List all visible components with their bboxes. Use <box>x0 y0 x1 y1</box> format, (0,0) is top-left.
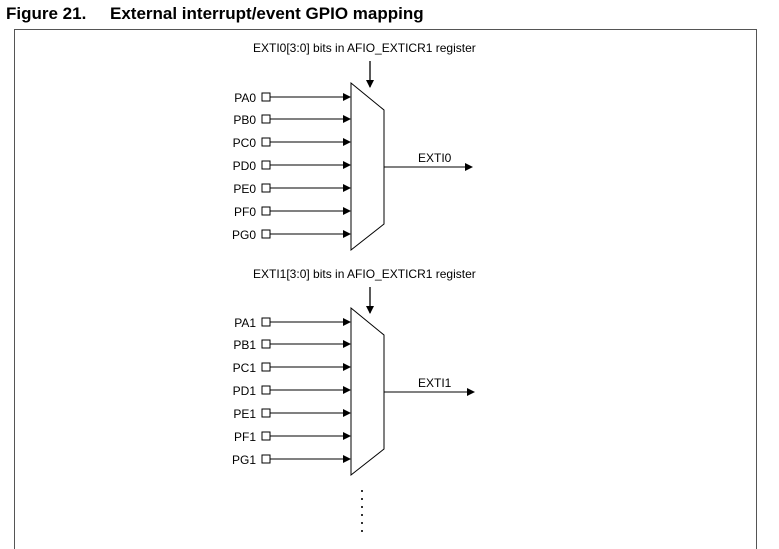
gpio-mapping-diagram: EXTI0[3:0] bits in AFIO_EXTICR1 register… <box>232 41 476 537</box>
figure-title: Figure 21. External interrupt/event GPIO … <box>6 4 424 24</box>
input-label: PE1 <box>233 407 256 421</box>
pin-square <box>261 431 271 441</box>
input-line: PE1 <box>233 407 351 421</box>
input-line: PB0 <box>233 113 351 127</box>
input-line: PG1 <box>232 453 351 467</box>
input-label: PB1 <box>233 338 256 352</box>
input-line: PG0 <box>232 228 351 242</box>
input-label: PD1 <box>233 384 257 398</box>
pin-square <box>261 454 271 464</box>
pin-square <box>261 385 271 395</box>
input-line: PA0 <box>234 91 351 105</box>
input-label: PE0 <box>233 182 256 196</box>
pin-square <box>261 362 271 372</box>
input-line: PC0 <box>233 136 351 150</box>
input-label: PG0 <box>232 228 256 242</box>
input-label: PC0 <box>233 136 257 150</box>
input-label: PF1 <box>234 430 256 444</box>
input-label: PF0 <box>234 205 256 219</box>
input-line: PF1 <box>234 430 351 444</box>
pin-square <box>261 317 271 327</box>
mux-block-exti1: EXTI1[3:0] bits in AFIO_EXTICR1 register… <box>232 267 476 477</box>
multiplexer <box>350 306 385 477</box>
input-label: PC1 <box>233 361 257 375</box>
input-label: PD0 <box>233 159 257 173</box>
input-line: PC1 <box>233 361 351 375</box>
output-label: EXTI1 <box>418 376 452 390</box>
pin-square <box>261 206 271 216</box>
pin-square <box>261 92 271 102</box>
pin-square <box>261 183 271 193</box>
pin-square <box>261 229 271 239</box>
input-label: PB0 <box>233 113 256 127</box>
register-label: EXTI1[3:0] bits in AFIO_EXTICR1 register <box>253 267 476 281</box>
input-line: PE0 <box>233 182 351 196</box>
pin-square <box>261 137 271 147</box>
figure-number: Figure 21. <box>6 4 87 23</box>
pin-square <box>261 160 271 170</box>
input-line: PB1 <box>233 338 351 352</box>
input-label: PA0 <box>234 91 256 105</box>
register-label: EXTI0[3:0] bits in AFIO_EXTICR1 register <box>253 41 476 55</box>
input-line: PD0 <box>233 159 351 173</box>
input-line: PA1 <box>234 316 351 330</box>
pin-square <box>261 114 271 124</box>
input-label: PA1 <box>234 316 256 330</box>
multiplexer <box>350 81 385 252</box>
input-line: PD1 <box>233 384 351 398</box>
pin-square <box>261 408 271 418</box>
input-line: PF0 <box>234 205 351 219</box>
figure-caption: External interrupt/event GPIO mapping <box>110 4 424 23</box>
pin-square <box>261 339 271 349</box>
mux-block-exti0: EXTI0[3:0] bits in AFIO_EXTICR1 register… <box>232 41 476 252</box>
input-label: PG1 <box>232 453 256 467</box>
output-label: EXTI0 <box>418 151 452 165</box>
figure-frame <box>14 29 757 549</box>
